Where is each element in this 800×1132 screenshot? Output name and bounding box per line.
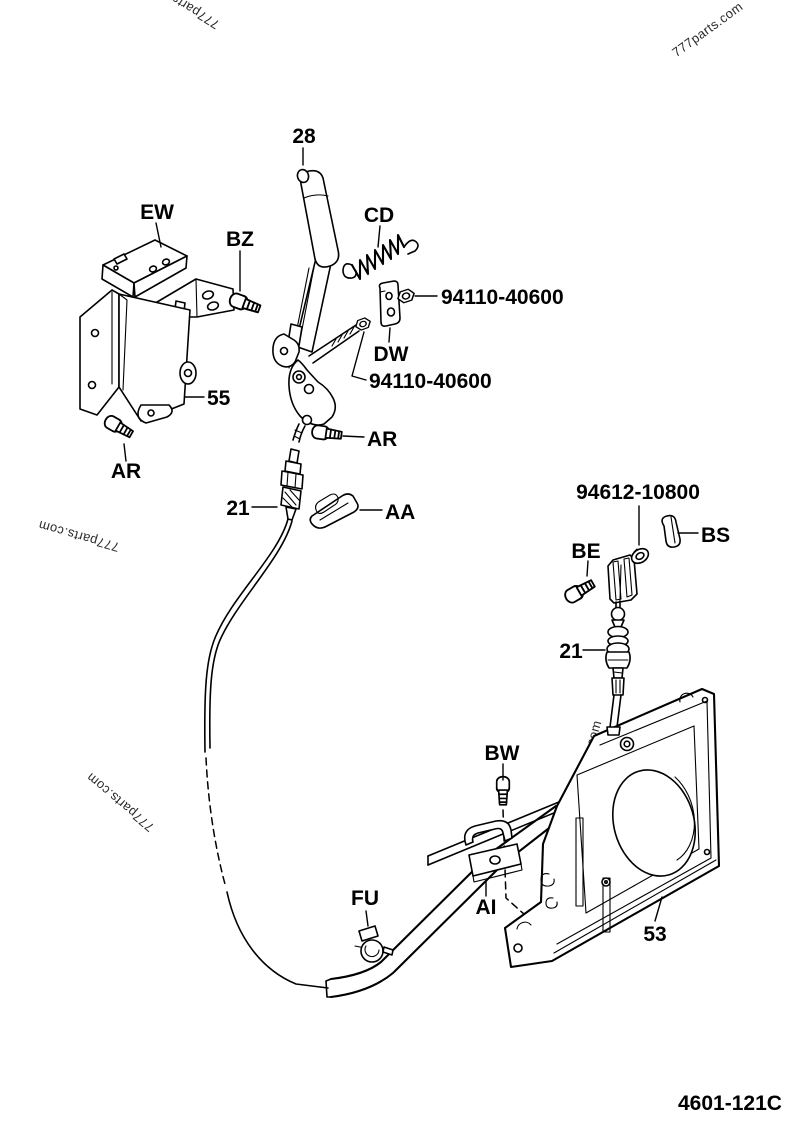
callout-21-left: 21 [226,497,250,520]
be-bolt-icon [561,576,598,606]
callout-ar-right: AR [367,428,397,451]
cable-end-clevis [607,554,638,604]
plate-dw [378,280,401,327]
ar-right-bolt-icon [310,423,344,443]
clip-aa [309,493,359,529]
callout-bs: BS [701,524,730,547]
watermark-top-left: 777parts.com [143,0,222,32]
clamp-ai [463,819,523,883]
callout-ar-left: AR [111,460,141,483]
watermark-top-right: 777parts.com [669,0,745,60]
callout-ew: EW [140,201,174,224]
callout-53: 53 [643,923,666,946]
ar-left-bolt-icon [101,412,136,441]
cable-adjuster-right [605,600,631,736]
clamp-fu [354,925,394,963]
watermark-mid-left: 777parts.com [37,518,121,555]
svg-text:777parts.com: 777parts.com [37,518,121,555]
watermark-lower-left: 777parts.com [83,770,157,835]
fan-shroud [503,687,721,969]
bz-bolt-icon [226,290,263,317]
callout-bw: BW [485,742,520,765]
callout-dw: DW [374,343,409,366]
callout-bz: BZ [226,228,254,251]
callout-aa: AA [385,501,415,524]
brake-cable [203,518,329,989]
callout-be: BE [571,540,600,563]
svg-text:777parts.com: 777parts.com [83,770,157,835]
bracket-55 [79,278,235,424]
cable-conduit-tube [325,804,564,999]
bw-bolt-icon [495,775,511,806]
figure-code: 4601-121C [678,1092,782,1115]
callout-94110-lower: 94110-40600 [369,370,492,393]
cable-adjuster-left [280,448,304,521]
leader-lines [123,147,699,927]
bs-clip-icon [661,514,681,548]
bracket-ew [101,239,188,298]
spring-cd [342,233,419,281]
callout-labels: 28 EW BZ CD 94110-40600 DW 94110-40600 5… [111,125,730,946]
nut-lower-icon [353,315,373,333]
callout-fu: FU [351,887,379,910]
callout-94612: 94612-10800 [576,481,700,504]
callout-ai: AI [476,896,497,919]
callout-94110-upper: 94110-40600 [441,286,564,309]
handbrake-lever [272,168,360,443]
svg-text:777parts.com: 777parts.com [669,0,745,60]
callout-55: 55 [207,387,231,410]
callout-28: 28 [292,125,316,148]
svg-text:777parts.com: 777parts.com [143,0,222,32]
callout-cd: CD [364,204,394,227]
callout-21-right: 21 [559,640,583,663]
washer-94612-icon [630,547,650,565]
